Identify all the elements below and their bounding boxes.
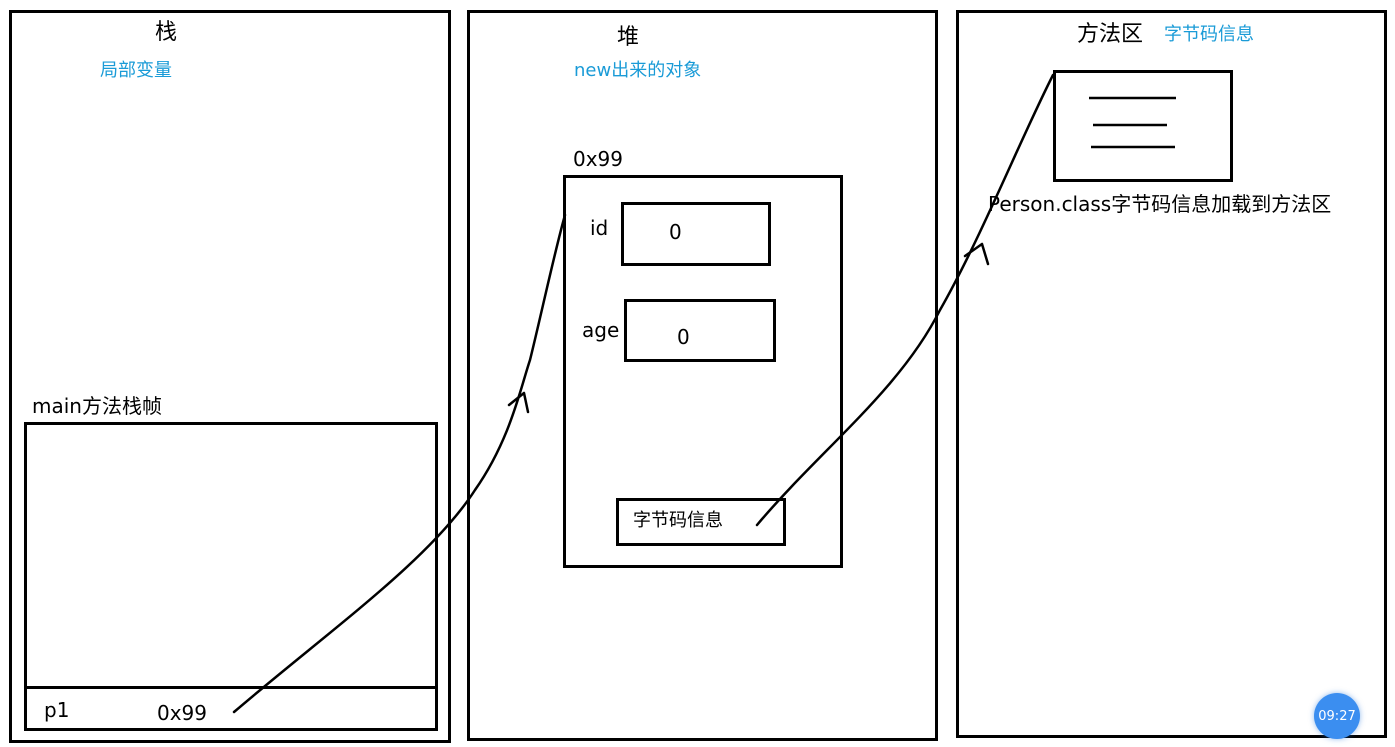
- field-id-value: 0: [669, 220, 682, 244]
- class-note: Person.class字节码信息加载到方法区: [988, 192, 1332, 216]
- class-ref-label: 字节码信息: [633, 510, 723, 531]
- method-area-panel: [956, 10, 1387, 738]
- heap-title: 堆: [617, 25, 640, 50]
- arrow-head-p1: [507, 391, 530, 414]
- stack-panel: [9, 10, 451, 743]
- p1-var-value: 0x99: [157, 701, 208, 725]
- time-badge[interactable]: 09:27: [1314, 693, 1360, 739]
- object-address: 0x99: [573, 147, 624, 171]
- person-object: [563, 175, 843, 568]
- field-age-slot: [624, 299, 776, 362]
- reference-arrow-p1: [232, 213, 567, 714]
- main-stack-frame: [24, 422, 438, 688]
- p1-var-name: p1: [44, 698, 70, 722]
- field-age-name: age: [582, 318, 620, 342]
- method-area-title: 方法区: [1077, 22, 1144, 47]
- stack-subtitle: 局部变量: [100, 60, 172, 81]
- field-id-slot: [621, 202, 771, 266]
- p1-variable-slot: [24, 686, 438, 731]
- field-id-name: id: [590, 216, 609, 240]
- stack-title: 栈: [155, 20, 178, 45]
- reference-arrow-class: [755, 73, 1055, 527]
- arrow-head-class: [963, 242, 990, 266]
- field-age-value: 0: [677, 325, 690, 349]
- class-ref-slot: [616, 498, 786, 546]
- method-area-subtitle: 字节码信息: [1164, 24, 1254, 45]
- class-bytecode-box: [1053, 70, 1233, 182]
- frame-label: main方法栈帧: [32, 394, 162, 418]
- heap-panel: [467, 10, 938, 741]
- heap-subtitle: new出来的对象: [574, 60, 702, 81]
